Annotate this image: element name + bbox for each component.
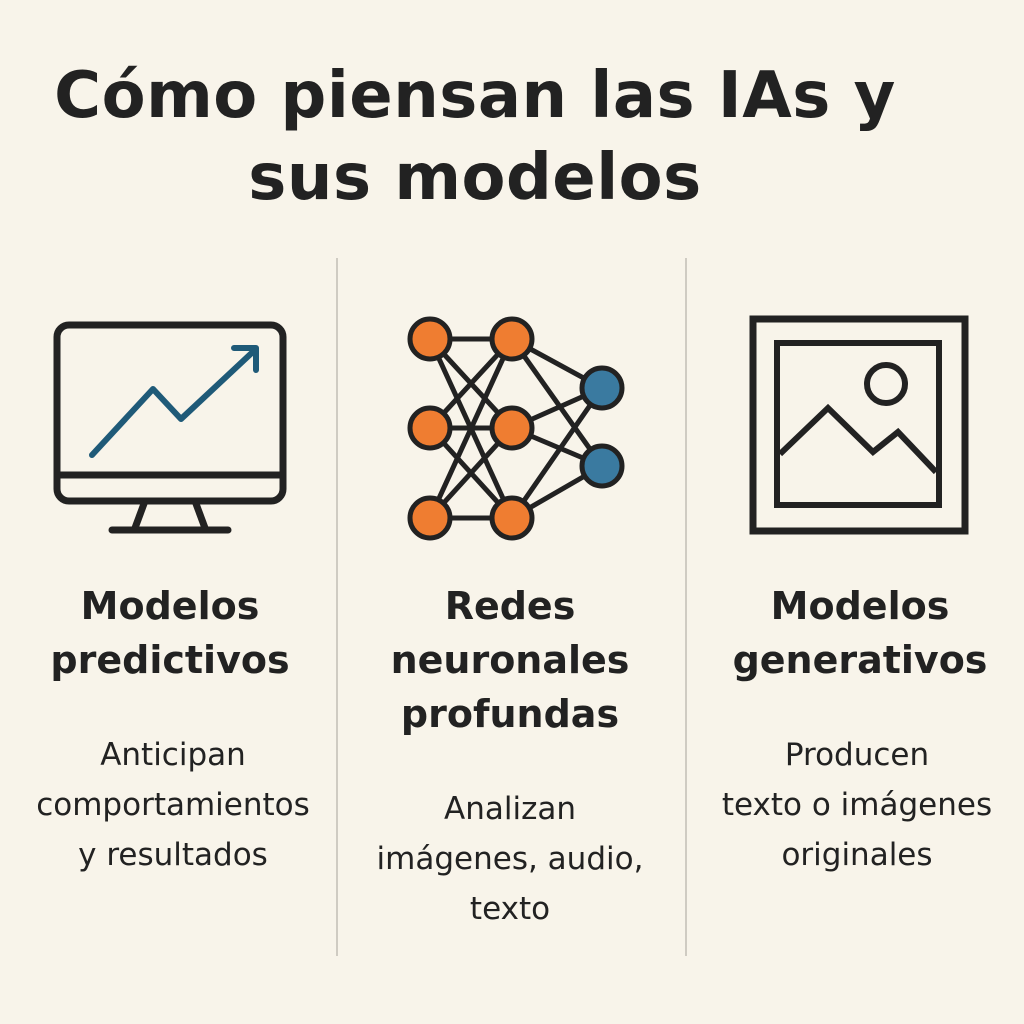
page-title-line-1: Cómo piensan las IAs y: [54, 59, 896, 133]
page-title-line-2: sus modelos: [248, 141, 702, 215]
image-frame-icon: [749, 315, 969, 535]
description-line: originales: [781, 837, 933, 873]
heading-line: predictivos: [50, 638, 290, 682]
column-divider-right: [685, 258, 687, 956]
description-line: texto o imágenes: [721, 787, 993, 823]
description-line: Analizan: [444, 791, 576, 827]
column-description-neural: Analizan imágenes, audio, texto: [340, 784, 680, 934]
description-line: Producen: [784, 737, 930, 773]
heading-line: Modelos: [770, 584, 950, 628]
description-line: texto: [469, 891, 551, 927]
column-heading-generative: Modelos generativos: [705, 579, 1015, 687]
heading-line: Modelos: [80, 584, 260, 628]
monitor-chart-icon: [53, 321, 287, 534]
description-line: imágenes, audio,: [376, 841, 644, 877]
heading-line: profundas: [400, 692, 620, 736]
page-title: Cómo piensan las IAs y sus modelos: [0, 55, 950, 219]
description-line: y resultados: [78, 837, 268, 873]
column-heading-neural: Redes neuronales profundas: [360, 579, 660, 741]
column-divider-left: [336, 258, 338, 956]
neural-network-icon: [407, 316, 625, 541]
column-description-generative: Producen texto o imágenes originales: [690, 730, 1024, 880]
description-line: Anticipan: [100, 737, 246, 773]
column-heading-predictive: Modelos predictivos: [20, 579, 320, 687]
heading-line: neuronales: [390, 638, 630, 682]
heading-line: generativos: [732, 638, 988, 682]
description-line: comportamientos: [36, 787, 310, 823]
column-description-predictive: Anticipan comportamientos y resultados: [0, 730, 346, 880]
heading-line: Redes: [444, 584, 576, 628]
